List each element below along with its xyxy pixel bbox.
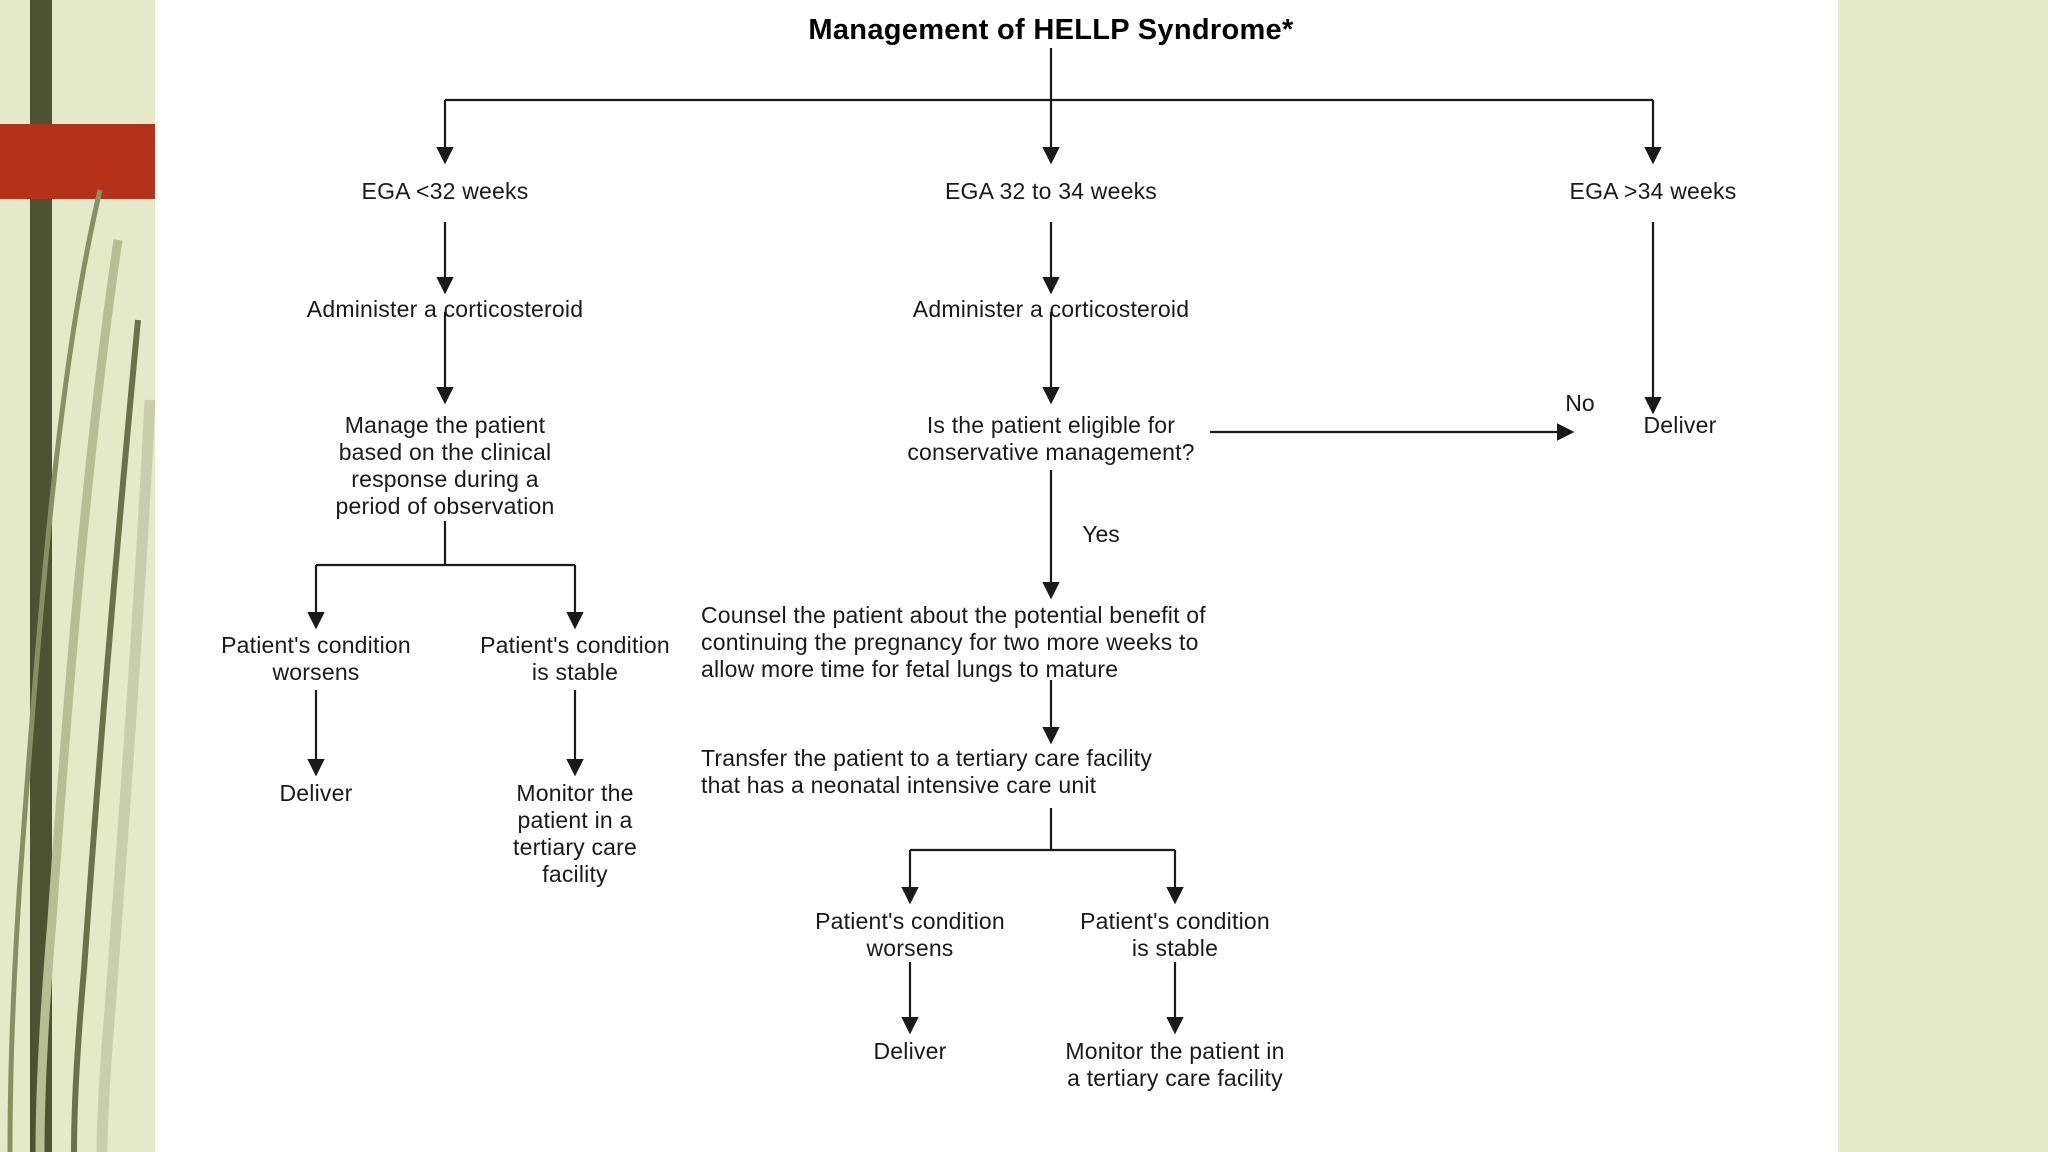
node-deliver-mid: Deliver	[873, 1038, 947, 1064]
node-ega-lt32: EGA <32 weeks	[361, 178, 529, 204]
node-transfer-tertiary: Transfer the patient to a tertiary care …	[701, 745, 1153, 798]
node-condition-stable-left: Patient's condition is stable	[480, 632, 670, 685]
node-administer-corticosteroid-left: Administer a corticosteroid	[306, 296, 584, 322]
node-eligible-question: Is the patient eligible for conservative…	[907, 412, 1195, 465]
node-condition-worsens-mid: Patient's condition worsens	[815, 908, 1005, 961]
right-color-band	[1838, 0, 2048, 1152]
left-dark-stripe	[30, 0, 52, 1152]
node-monitor-tertiary-left: Monitor the patient in a tertiary care f…	[512, 780, 638, 887]
edge-label-no: No	[1565, 390, 1595, 416]
grass-svg	[7, 189, 156, 1152]
node-condition-stable-mid: Patient's condition is stable	[1080, 908, 1270, 961]
grass-decoration	[0, 180, 180, 1152]
red-accent-block	[0, 124, 155, 199]
node-administer-corticosteroid-mid: Administer a corticosteroid	[912, 296, 1190, 322]
flowchart: Management of HELLP Syndrome* EGA <32 we…	[155, 0, 1838, 1152]
node-ega-gt34: EGA >34 weeks	[1569, 178, 1737, 204]
node-condition-worsens-left: Patient's condition worsens	[221, 632, 411, 685]
edge-label-yes: Yes	[1082, 521, 1120, 547]
node-deliver-right: Deliver	[1643, 412, 1717, 438]
node-monitor-tertiary-mid: Monitor the patient in a tertiary care f…	[1065, 1038, 1285, 1091]
node-manage-observation: Manage the patient based on the clinical…	[335, 412, 555, 519]
diagram-title: Management of HELLP Syndrome*	[808, 14, 1294, 46]
flowchart-connectors	[307, 48, 1662, 1035]
node-ega-32-34: EGA 32 to 34 weeks	[944, 178, 1157, 204]
node-deliver-left: Deliver	[279, 780, 353, 806]
node-counsel-patient: Counsel the patient about the potential …	[701, 602, 1206, 682]
